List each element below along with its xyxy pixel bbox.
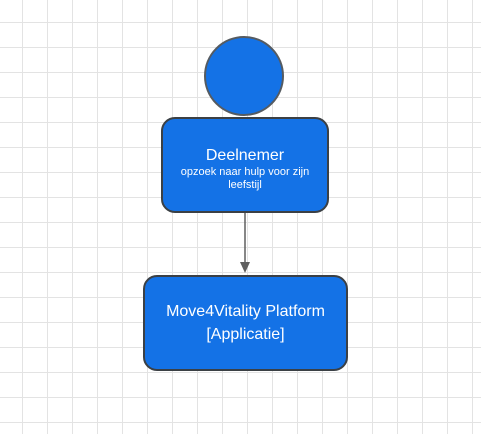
system-name-label: Move4Vitality Platform	[166, 303, 325, 320]
person-head-shape[interactable]	[204, 36, 284, 116]
person-description-label: opzoek naar hulp voor zijn leefstijl	[180, 166, 310, 191]
system-type-label: [Applicatie]	[206, 326, 285, 343]
person-node[interactable]: Deelnemer opzoek naar hulp voor zijn lee…	[161, 117, 329, 213]
system-node[interactable]: Move4Vitality Platform [Applicatie]	[143, 275, 348, 371]
relation-arrowhead-icon	[240, 262, 250, 273]
person-name-label: Deelnemer	[205, 147, 285, 164]
